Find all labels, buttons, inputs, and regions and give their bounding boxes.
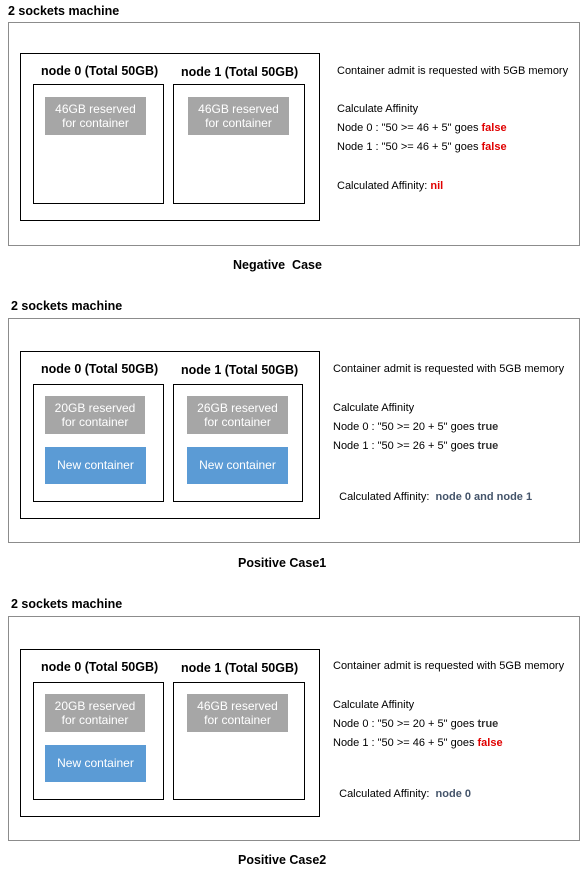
section-title: 2 sockets machine [8,4,120,18]
request-text: Container admit is requested with 5GB me… [333,660,565,672]
node-0-calc: Node 0 : "50 >= 20 + 5" goes true [333,718,498,730]
node-0-label: node 0 (Total 50GB) [41,660,159,674]
calc-result: true [477,440,499,452]
calc-expression: Node 1 : "50 >= 46 + 5" goes [337,141,482,153]
affinity-label: Calculated Affinity: [339,491,436,503]
calc-heading: Calculate Affinity [333,699,415,711]
reserved-amount: 20GB reserved [54,401,136,415]
affinity-value: node 0 [435,788,471,800]
reserved-amount: 46GB reserved [198,102,279,116]
node-0-calc: Node 0 : "50 >= 20 + 5" goes true [333,421,498,433]
calc-expression: Node 0 : "50 >= 46 + 5" goes [337,122,482,134]
reserved-note: for container [204,713,271,727]
new-container-block: New container [187,447,288,484]
case-caption: Negative Case [233,258,322,272]
reserved-note: for container [62,116,129,130]
node-1-box [173,682,305,800]
reserved-amount: 46GB reserved [55,102,136,116]
reserved-amount: 26GB reserved [197,401,278,415]
reserved-memory-block: 20GB reserved for container [45,694,145,732]
reserved-amount: 46GB reserved [197,699,278,713]
reserved-memory-block: 20GB reserved for container [45,396,145,434]
reserved-memory-block: 26GB reserved for container [187,396,288,434]
calculated-affinity: Calculated Affinity: node 0 [333,776,471,800]
reserved-note: for container [61,415,129,429]
case-caption: Positive Case2 [238,853,327,867]
node-0-label: node 0 (Total 50GB) [41,64,159,78]
reserved-memory-block: 46GB reserved for container [187,694,288,732]
reserved-amount: 20GB reserved [54,699,136,713]
affinity-label: Calculated Affinity: [339,788,436,800]
affinity-value: node 0 and node 1 [435,491,533,503]
node-1-label: node 1 (Total 50GB) [181,661,299,675]
calc-result: true [477,718,499,730]
sockets-box [20,351,320,519]
node-1-calc: Node 1 : "50 >= 46 + 5" goes false [337,141,507,153]
calc-expression: Node 0 : "50 >= 20 + 5" goes [333,718,478,730]
node-1-box [173,84,305,204]
reserved-memory-block: 46GB reserved for container [45,97,146,135]
affinity-value: nil [430,180,444,192]
reserved-note: for container [204,415,271,429]
calc-expression: Node 1 : "50 >= 46 + 5" goes [333,737,478,749]
new-container-block: New container [45,745,146,782]
reserved-note: for container [61,713,129,727]
sockets-box [20,649,320,817]
calc-result: false [481,141,507,153]
reserved-note: for container [205,116,272,130]
node-1-box [173,384,303,502]
new-container-block: New container [45,447,146,484]
node-0-box [33,682,164,800]
node-0-label: node 0 (Total 50GB) [41,362,159,376]
node-1-label: node 1 (Total 50GB) [181,363,299,377]
reserved-memory-block: 46GB reserved for container [188,97,289,135]
calculated-affinity: Calculated Affinity: node 0 and node 1 [333,479,532,503]
affinity-label: Calculated Affinity: [337,180,431,192]
node-1-calc: Node 1 : "50 >= 46 + 5" goes false [333,737,503,749]
sockets-box [20,53,320,221]
calc-result: false [477,737,503,749]
calc-expression: Node 0 : "50 >= 20 + 5" goes [333,421,478,433]
request-text: Container admit is requested with 5GB me… [337,65,569,77]
calc-heading: Calculate Affinity [337,103,419,115]
node-1-calc: Node 1 : "50 >= 26 + 5" goes true [333,440,498,452]
calc-heading: Calculate Affinity [333,402,415,414]
case-caption: Positive Case1 [238,556,327,570]
section-title: 2 sockets machine [11,299,123,313]
request-text: Container admit is requested with 5GB me… [333,363,565,375]
section-title: 2 sockets machine [11,597,123,611]
calc-result: false [481,122,507,134]
calc-result: true [477,421,499,433]
calculated-affinity: Calculated Affinity: nil [337,180,443,192]
node-1-label: node 1 (Total 50GB) [181,65,299,79]
node-0-box [33,84,164,204]
node-0-box [33,384,164,502]
node-0-calc: Node 0 : "50 >= 46 + 5" goes false [337,122,507,134]
calc-expression: Node 1 : "50 >= 26 + 5" goes [333,440,478,452]
